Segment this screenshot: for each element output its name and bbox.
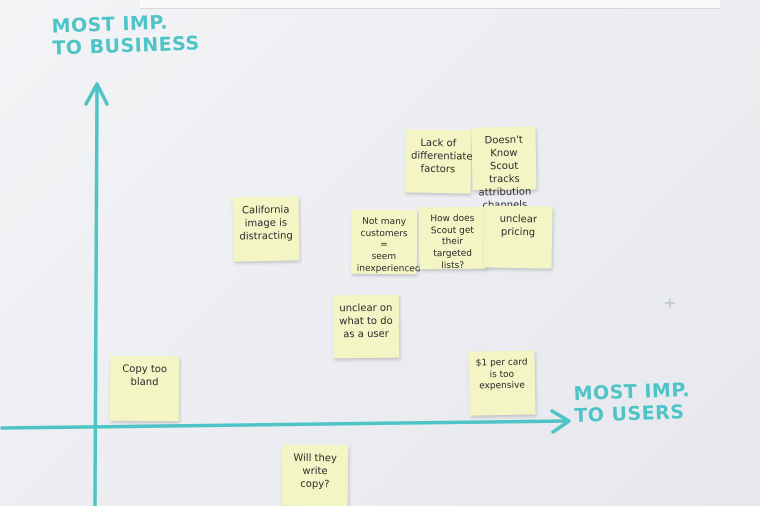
paper-edge — [140, 0, 720, 9]
sticky-note[interactable]: unclear pricing — [483, 205, 553, 269]
plus-mark — [665, 298, 675, 308]
y-axis-label-text: MOST IMP. TO BUSINESS — [51, 11, 200, 60]
sticky-note[interactable]: Lack of differentiated factors — [404, 129, 479, 194]
sticky-note-text: How does Scout get their targeted lists? — [430, 213, 475, 271]
sticky-note-text: Will they write copy? — [293, 452, 337, 491]
x-axis-arrowhead — [550, 409, 571, 434]
sticky-note-text: California image is distracting — [239, 204, 293, 243]
x-axis-line — [0, 419, 569, 430]
sticky-note[interactable]: How does Scout get their targeted lists? — [418, 206, 487, 271]
sticky-note-text: unclear pricing — [499, 213, 538, 239]
x-axis-label-text: MOST IMP. TO USERS — [573, 378, 691, 427]
sticky-note[interactable]: Doesn't Know Scout tracks attribution ch… — [471, 126, 537, 211]
y-axis-line — [93, 86, 99, 506]
sticky-note-text: unclear on what to do as a user — [339, 302, 393, 341]
sticky-note-text: Not many customers = seem inexperienced — [356, 216, 421, 275]
sticky-note[interactable]: Will they write copy? — [281, 444, 349, 506]
sticky-note[interactable]: California image is distracting — [232, 196, 300, 262]
sticky-note[interactable]: Copy too bland — [109, 355, 180, 422]
y-axis-label: MOST IMP. TO BUSINESS — [51, 11, 200, 60]
x-axis-label: MOST IMP. TO USERS — [573, 378, 691, 428]
sticky-note-text: Lack of differentiated factors — [410, 137, 479, 176]
sticky-note[interactable]: Not many customers = seem inexperienced — [350, 209, 421, 275]
sticky-note-text: $1 per card is too expensive — [475, 357, 528, 392]
sticky-note-text: Copy too bland — [122, 363, 168, 389]
sticky-note[interactable]: unclear on what to do as a user — [332, 294, 400, 359]
y-axis-arrowhead — [84, 82, 109, 106]
sticky-note[interactable]: $1 per card is too expensive — [468, 350, 536, 416]
sticky-note-text: Doesn't Know Scout tracks attribution ch… — [478, 134, 532, 212]
